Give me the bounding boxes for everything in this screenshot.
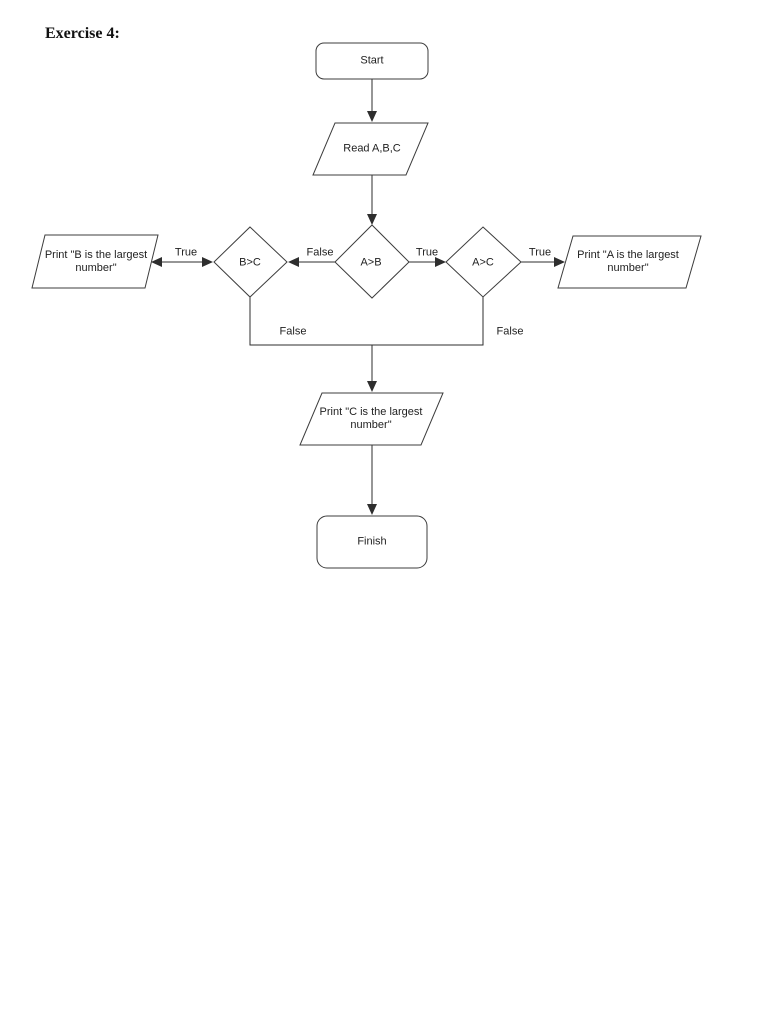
print-a-node[interactable] bbox=[557, 235, 702, 289]
arrowhead-down-icon bbox=[367, 504, 377, 515]
arrowhead-left-icon bbox=[288, 257, 299, 267]
read-input-node[interactable] bbox=[312, 122, 429, 176]
print-c-node[interactable] bbox=[299, 392, 444, 446]
decision-b-gt-c-node[interactable] bbox=[213, 226, 288, 298]
flowchart-nodes bbox=[31, 42, 702, 569]
arrowhead-right-icon bbox=[202, 257, 213, 267]
arrowhead-down-icon bbox=[367, 381, 377, 392]
flowchart-edges bbox=[151, 79, 565, 515]
arrowhead-right-icon bbox=[435, 257, 446, 267]
decision-a-gt-c-node[interactable] bbox=[445, 226, 522, 298]
start-node[interactable] bbox=[315, 42, 429, 80]
page-title: Exercise 4: bbox=[45, 25, 120, 42]
finish-node[interactable] bbox=[316, 515, 428, 569]
arrowhead-down-icon bbox=[367, 214, 377, 225]
arrowhead-down-icon bbox=[367, 111, 377, 122]
arrowhead-left-icon bbox=[151, 257, 162, 267]
decision-a-gt-b-node[interactable] bbox=[334, 224, 410, 299]
arrowhead-right-icon bbox=[554, 257, 565, 267]
edge-false-merge bbox=[249, 297, 484, 346]
print-b-node[interactable] bbox=[31, 234, 159, 289]
